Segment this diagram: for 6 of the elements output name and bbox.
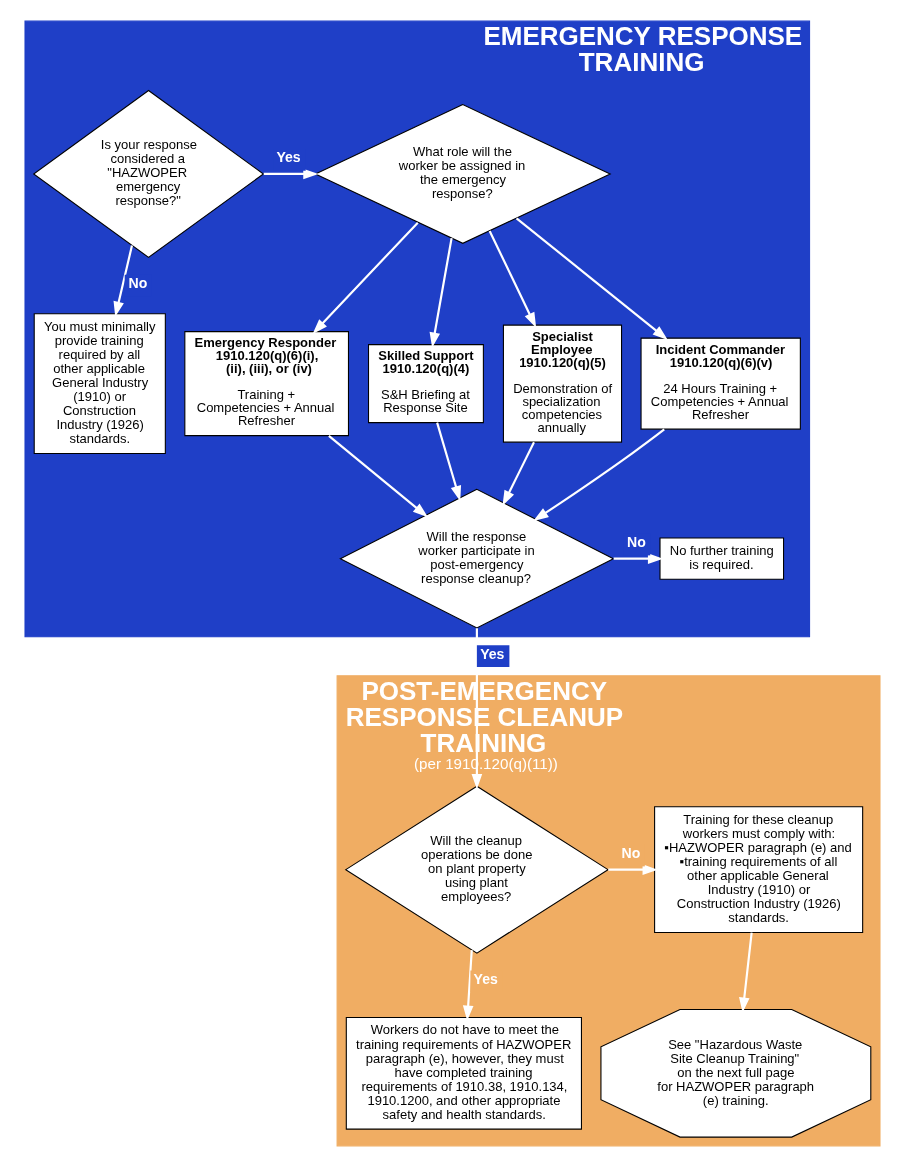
edge-label: No: [626, 534, 646, 551]
edge-label: Yes: [480, 645, 505, 662]
edge-label: No: [621, 845, 641, 862]
edge-label: No: [128, 275, 148, 292]
edge-label: Yes: [473, 970, 498, 987]
edge-label: Yes: [276, 149, 301, 166]
